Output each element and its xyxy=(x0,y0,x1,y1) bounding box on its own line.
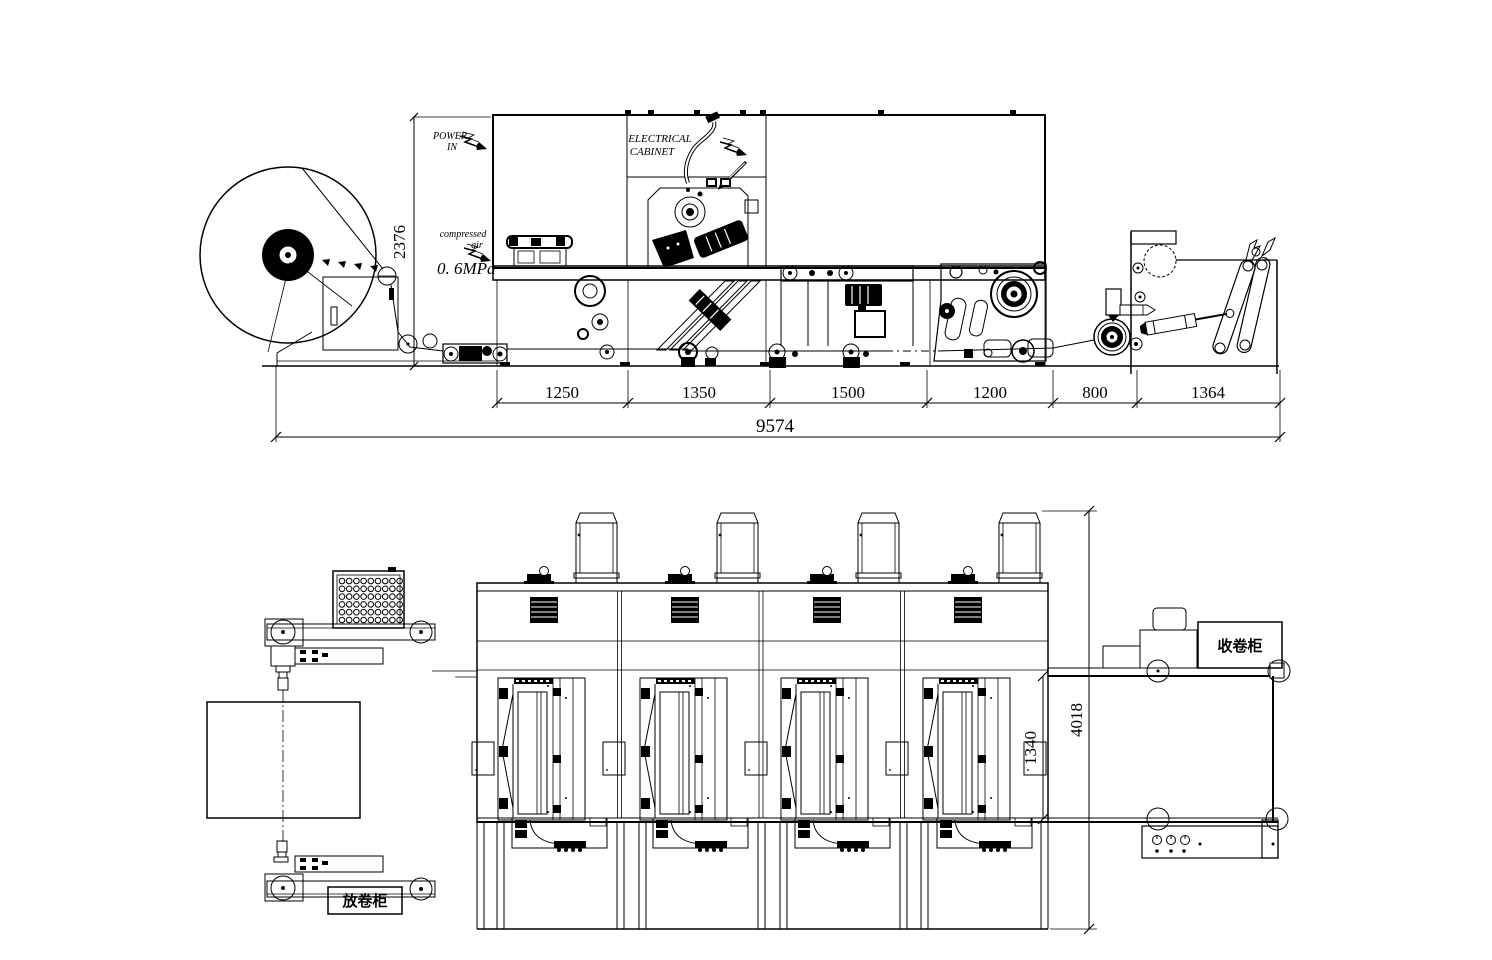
dim-text-2376: 2376 xyxy=(390,225,409,259)
pressure-text: 0. 6MPa xyxy=(437,259,496,278)
unwinder-cabinet-label: 放卷柜 xyxy=(341,892,387,910)
section-dimensions: 1250 1350 1500 1200 800 1364 xyxy=(491,370,1286,409)
gear-station xyxy=(933,261,1054,363)
unwind-stand xyxy=(322,266,399,351)
service-trays xyxy=(511,817,1033,853)
splice-unit xyxy=(506,235,573,267)
dim-text-1364: 1364 xyxy=(1191,383,1226,402)
infeed-conveyor xyxy=(442,343,508,364)
web-path xyxy=(301,167,1095,354)
machine-bed xyxy=(492,265,1046,366)
dim-text-9574: 9574 xyxy=(756,416,795,437)
plan-machine-body xyxy=(476,566,1278,823)
power-in-label: POWER IN xyxy=(432,131,467,153)
rewind-station xyxy=(1093,230,1278,374)
electrical-cabinet-label: ELECTRICAL CABINET xyxy=(627,133,692,158)
dim-text-800: 800 xyxy=(1082,383,1108,402)
unwind-roll xyxy=(199,166,378,353)
side-elevation-view: ELECTRICAL CABINET POWER IN compressed a… xyxy=(199,110,1286,443)
dryer-plates xyxy=(599,280,762,367)
dim-text-1250: 1250 xyxy=(545,383,579,402)
support-legs xyxy=(476,821,1049,930)
dim-text-4018: 4018 xyxy=(1067,703,1086,737)
pneumatic-cylinder xyxy=(1139,308,1235,336)
electrical-cabinet-text-1: ELECTRICAL xyxy=(627,133,692,145)
rewinder-plan-section: 收卷柜 xyxy=(1048,607,1291,831)
compressed-air-label: compressed air 0. 6MPa xyxy=(437,229,496,278)
compressed-air-text-2: air xyxy=(471,240,483,251)
electrical-cabinet-text-2: CABINET xyxy=(630,146,675,158)
dim-text-1200: 1200 xyxy=(973,383,1007,402)
dimension-web-1340: 1340 xyxy=(1021,670,1049,825)
web-transport-station xyxy=(768,265,914,368)
power-in-text-2: IN xyxy=(446,142,458,153)
coating-head-station xyxy=(652,178,759,268)
roller-cluster xyxy=(574,275,609,340)
dimension-total-9574: 9574 xyxy=(270,366,1286,443)
control-panel xyxy=(1141,819,1279,859)
dimension-depth-4018: 4018 xyxy=(1042,505,1097,935)
electrical-arrow-icon xyxy=(719,137,748,157)
rewinder-cabinet-label: 收卷柜 xyxy=(1217,637,1262,655)
dim-text-1340: 1340 xyxy=(1021,731,1040,765)
plan-view: 收卷柜 xyxy=(206,505,1291,935)
machine-enclosure xyxy=(492,110,1046,269)
compressed-air-text-1: compressed xyxy=(440,229,488,240)
dimension-height-2376: 2376 xyxy=(390,112,491,371)
unwinder-plan-section: 放卷柜 xyxy=(206,567,477,915)
dim-text-1350: 1350 xyxy=(682,383,716,402)
power-in-text-1: POWER xyxy=(432,131,467,142)
dim-text-1500: 1500 xyxy=(831,383,865,402)
